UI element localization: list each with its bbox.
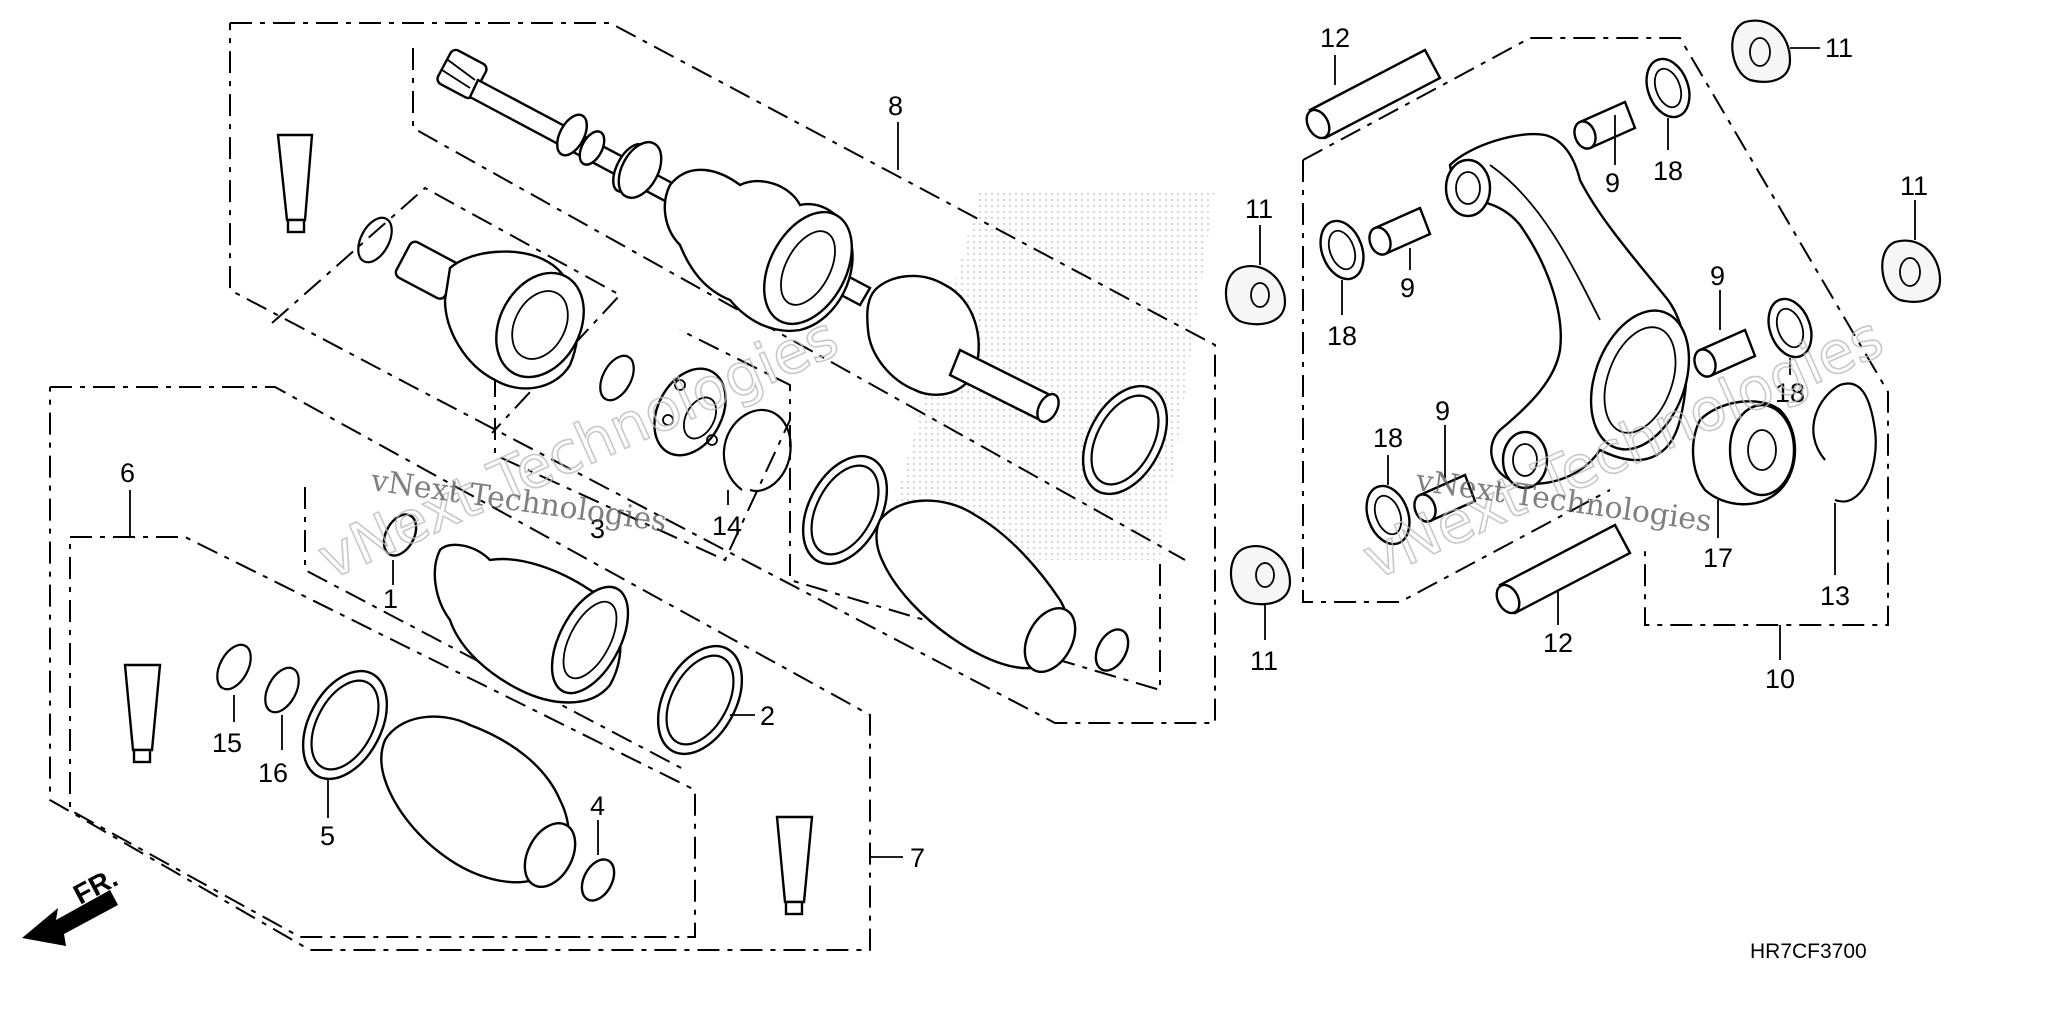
circlip-16: [264, 666, 300, 714]
front-arrow-icon: [22, 890, 118, 946]
callout-16: 16: [258, 758, 288, 788]
callout-6: 6: [120, 458, 135, 488]
cap-left-lower: [1229, 545, 1292, 606]
callout-1: 1: [383, 584, 398, 614]
callout-numbers: 1 2 3 4 5 6 7 8 9 9 9 9 10 11 11 11 11 1…: [120, 23, 1928, 873]
callout-9-left-upper: 9: [1400, 273, 1415, 303]
circlip-15: [216, 643, 252, 691]
kit-outlines: [49, 22, 1889, 951]
callout-11-right: 11: [1900, 171, 1928, 201]
callout-5: 5: [320, 821, 335, 851]
callout-18-left-upper: 18: [1327, 321, 1357, 351]
circlips: [216, 216, 635, 714]
circlip-upper: [357, 216, 393, 264]
callout-11-left-lower: 11: [1250, 646, 1278, 676]
cap-upper-right: [1731, 19, 1792, 83]
pivot-caps: [1224, 19, 1942, 606]
callout-15: 15: [212, 728, 242, 758]
circlip-middle: [599, 354, 635, 402]
callout-14: 14: [712, 511, 742, 541]
callout-8: 8: [888, 91, 903, 121]
outline-kit-10: [1302, 37, 1889, 626]
grease-tube-top: [276, 133, 314, 222]
shaft-outer-boot: [866, 274, 980, 397]
boots: [380, 499, 1077, 888]
clamp-small-right: [1094, 628, 1130, 672]
callout-13: 13: [1820, 581, 1850, 611]
callout-4: 4: [590, 791, 605, 821]
callout-10: 10: [1765, 664, 1795, 694]
callout-18-top: 18: [1653, 156, 1683, 186]
callout-2: 2: [760, 701, 775, 731]
outline-kit-7: [49, 386, 871, 951]
bearing-17: [1691, 400, 1797, 506]
callout-9-right: 9: [1710, 261, 1725, 291]
outline-kit-6: [69, 536, 696, 938]
clamp-2: [656, 644, 744, 756]
grease-tubes: [123, 133, 814, 916]
pivot-pipes: [1305, 48, 1632, 615]
clamp-small-1: [382, 513, 418, 557]
cap-left-upper: [1224, 265, 1287, 326]
leader-lines: [129, 47, 1916, 858]
snap-ring-14: [722, 408, 792, 493]
cv-joint-housing: [394, 240, 585, 390]
driveshaft-assembly: [436, 48, 1060, 424]
cap-right: [1881, 239, 1942, 303]
watermark-outline-left: vNext Technologies: [308, 303, 848, 593]
seal-top: [1645, 57, 1691, 119]
snap-ring-13: [1812, 382, 1877, 503]
seals: [1319, 57, 1813, 546]
callout-11-upper-right: 11: [1825, 33, 1853, 63]
clamp-upper-right: [1081, 384, 1169, 496]
callout-12-lower: 12: [1543, 628, 1573, 658]
outline-kit-10-left: [1302, 160, 1611, 603]
grease-tube-bottom: [775, 815, 814, 904]
callout-9-top: 9: [1605, 168, 1620, 198]
swing-arm-assembly: [1444, 132, 1691, 490]
clamp-5: [301, 669, 389, 781]
grease-tube-left: [123, 663, 162, 752]
outline-kit-8: [229, 22, 1216, 724]
diagram-code: HR7CF3700: [1750, 940, 1867, 963]
callout-17: 17: [1703, 543, 1733, 573]
callout-12-upper: 12: [1320, 23, 1350, 53]
callout-3: 3: [590, 514, 605, 544]
bushings: [1368, 100, 1757, 523]
callout-9-left-lower: 9: [1435, 396, 1450, 426]
callout-18-left-lower: 18: [1373, 423, 1403, 453]
callout-11-left-upper: 11: [1245, 194, 1273, 224]
clamp-bands: [301, 384, 1169, 902]
bearing-cage-3: [653, 367, 727, 457]
front-direction-indicator: FR.: [22, 862, 123, 946]
clamp-small-4: [580, 858, 616, 902]
callout-7: 7: [910, 843, 925, 873]
callout-18-right: 18: [1775, 378, 1805, 408]
seal-left-upper: [1319, 219, 1365, 281]
